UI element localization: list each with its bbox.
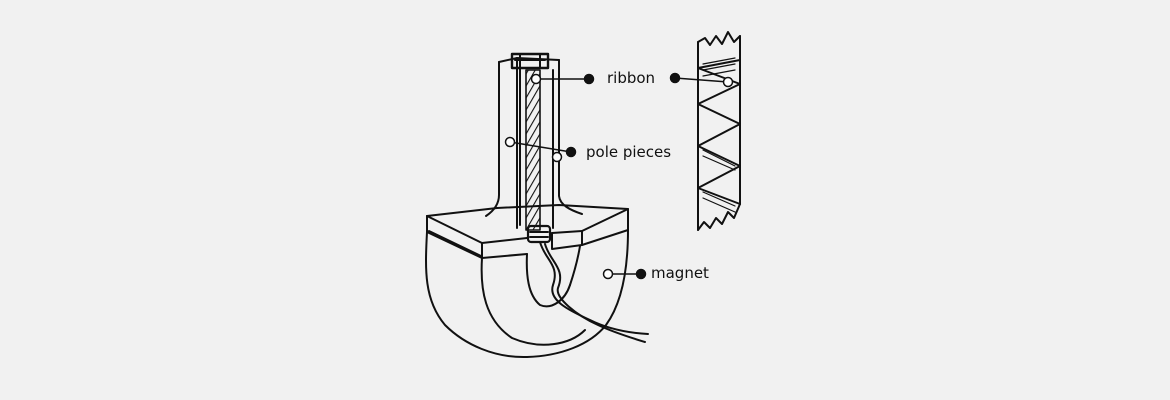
callout-magnet-open-dot [602, 268, 614, 280]
callout-pole-open-dot-left [504, 136, 516, 148]
callout-pole-open-dot-right [551, 151, 563, 163]
label-pole-pieces: pole pieces [586, 143, 672, 161]
callout-ribbon-closeup [669, 72, 734, 88]
callout-pole-pieces [504, 136, 577, 163]
ribbon-closeup-drawing [697, 31, 741, 231]
callout-pole-filled-dot [565, 146, 577, 158]
callout-magnet [602, 268, 647, 280]
callout-ribbon [530, 73, 595, 85]
callout-magnet-filled-dot [635, 268, 647, 280]
callout-ribbon-open-dot [530, 73, 542, 85]
label-magnet: magnet [651, 264, 709, 282]
label-ribbon: ribbon [607, 69, 656, 87]
pole-pieces-drawing [485, 52, 649, 343]
magnet-drawing [425, 204, 629, 359]
callout-ribbon-closeup-open-dot [722, 76, 734, 88]
callout-ribbon-filled-dot [583, 73, 595, 85]
callout-ribbon-closeup-filled-dot [669, 72, 681, 84]
